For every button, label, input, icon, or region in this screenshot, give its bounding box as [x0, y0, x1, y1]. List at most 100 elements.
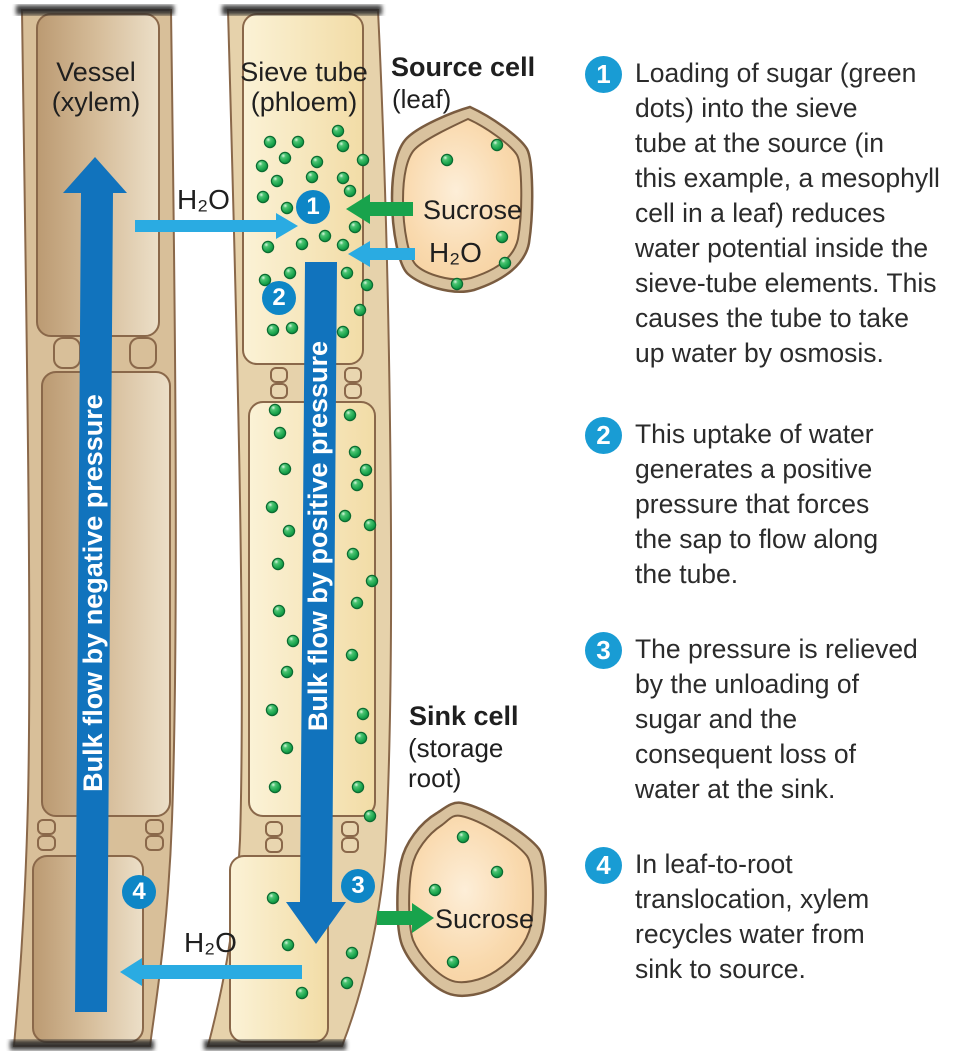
sugar-dot — [450, 277, 464, 291]
step-text-line: translocation, xylem — [635, 884, 870, 914]
sugar-dot — [440, 153, 454, 167]
sugar-dot — [281, 938, 295, 952]
diagram-marker-3: 3 — [341, 869, 375, 903]
sugar-dot — [338, 509, 352, 523]
sugar-dot — [258, 273, 272, 287]
sucrose-arrow-from-source — [346, 194, 413, 224]
h2o-arrow-from-source — [348, 241, 415, 267]
sugar-dot — [295, 237, 309, 251]
sucrose-arrow-into-sink — [377, 903, 434, 933]
sucrose-label-sink: Sucrose — [435, 904, 535, 934]
sugar-dot — [280, 201, 294, 215]
sugar-dot — [360, 278, 374, 292]
positive-pressure-flow-label: Bulk flow by positive pressure — [303, 340, 333, 732]
sugar-dot — [363, 809, 377, 823]
step-text-line: the sap to flow along — [635, 524, 879, 554]
step-text-line: The pressure is relieved — [635, 634, 918, 664]
sugar-dot — [350, 596, 364, 610]
source-cell-subtitle: (leaf) — [392, 84, 452, 114]
sugar-dot — [282, 524, 296, 538]
sugar-dot — [336, 171, 350, 185]
sugar-dot — [340, 976, 354, 990]
source-cell-interior — [401, 117, 523, 281]
step-text-line: sink to source. — [635, 954, 806, 984]
sugar-dot — [266, 323, 280, 337]
step-number-badge: 4 — [585, 847, 622, 884]
sugar-dot — [354, 731, 368, 745]
diagram-marker-4: 4 — [122, 875, 156, 909]
sugar-dot — [345, 946, 359, 960]
sugar-dot — [345, 648, 359, 662]
sugar-dot — [283, 266, 297, 280]
phloem-label-line1: Sieve tube — [240, 57, 368, 87]
sugar-dot — [356, 707, 370, 721]
source-cell-title: Source cell — [391, 52, 536, 82]
sugar-dot — [268, 780, 282, 794]
step-text-line: tube at the source (in — [635, 128, 884, 158]
sugar-dot — [428, 883, 442, 897]
sugar-dot — [305, 170, 319, 184]
xylem-label: Vessel (xylem) — [43, 57, 149, 117]
step-text-line: by the unloading of — [635, 669, 859, 699]
step-text-line: pressure that forces — [635, 489, 870, 519]
step-text-line: sieve-tube elements. This — [635, 268, 937, 298]
sugar-dot — [265, 500, 279, 514]
h2o-arrow-into-xylem — [120, 958, 302, 986]
negative-pressure-flow-label: Bulk flow by negative pressure — [78, 394, 108, 792]
sugar-dot — [291, 135, 305, 149]
sugar-dot — [268, 403, 282, 417]
sugar-dot — [336, 139, 350, 153]
sugar-dot — [495, 230, 509, 244]
sugar-dot — [270, 174, 284, 188]
sink-cell-interior — [408, 814, 534, 984]
sugar-dot — [263, 135, 277, 149]
sugar-dot — [272, 604, 286, 618]
step-text-line: consequent loss of — [635, 739, 856, 769]
xylem-label-line2: (xylem) — [51, 87, 141, 117]
step-text-line: water potential inside the — [635, 233, 929, 263]
step-text-line: this example, a mesophyll — [635, 163, 940, 193]
h2o-label-top: H₂O — [177, 184, 230, 215]
sieve-plate-1 — [270, 367, 362, 399]
sugar-dot — [261, 240, 275, 254]
sugar-dot — [331, 124, 345, 138]
sieve-plate-2 — [265, 821, 359, 853]
sugar-dot — [255, 159, 269, 173]
phloem-cut-edge-bottom — [204, 1040, 346, 1050]
sucrose-label-source: Sucrose — [423, 195, 523, 225]
sugar-dot — [266, 891, 280, 905]
sink-cell-shape — [396, 801, 547, 997]
step-text-line: dots) into the sieve — [635, 93, 858, 123]
xylem-end-wall-2 — [37, 819, 164, 851]
step-text-line: recycles water from — [635, 919, 865, 949]
sugar-dot — [446, 955, 460, 969]
sink-cell-title: Sink cell — [409, 701, 519, 731]
source-cell-shape — [390, 105, 534, 293]
sugar-dot — [280, 741, 294, 755]
step-text-line: causes the tube to take — [635, 303, 910, 333]
sugar-dot — [348, 445, 362, 459]
step-text-line: sugar and the — [635, 704, 798, 734]
h2o-label-source: H₂O — [429, 237, 482, 268]
sugar-dot — [278, 151, 292, 165]
step-number-badge: 2 — [585, 417, 622, 454]
step-text-line: Loading of sugar (green — [635, 58, 917, 88]
sugar-dot — [318, 229, 332, 243]
xylem-cut-edge-top — [16, 5, 174, 15]
sugar-dot — [256, 190, 270, 204]
bulk-flow-down-arrow — [286, 262, 346, 944]
sugar-dot — [278, 462, 292, 476]
sugar-dot — [356, 153, 370, 167]
sugar-dot — [353, 303, 367, 317]
sugar-dot — [273, 426, 287, 440]
sugar-dot — [265, 703, 279, 717]
sugar-dot — [359, 463, 373, 477]
sugar-dot — [346, 547, 360, 561]
sugar-dot — [456, 830, 470, 844]
